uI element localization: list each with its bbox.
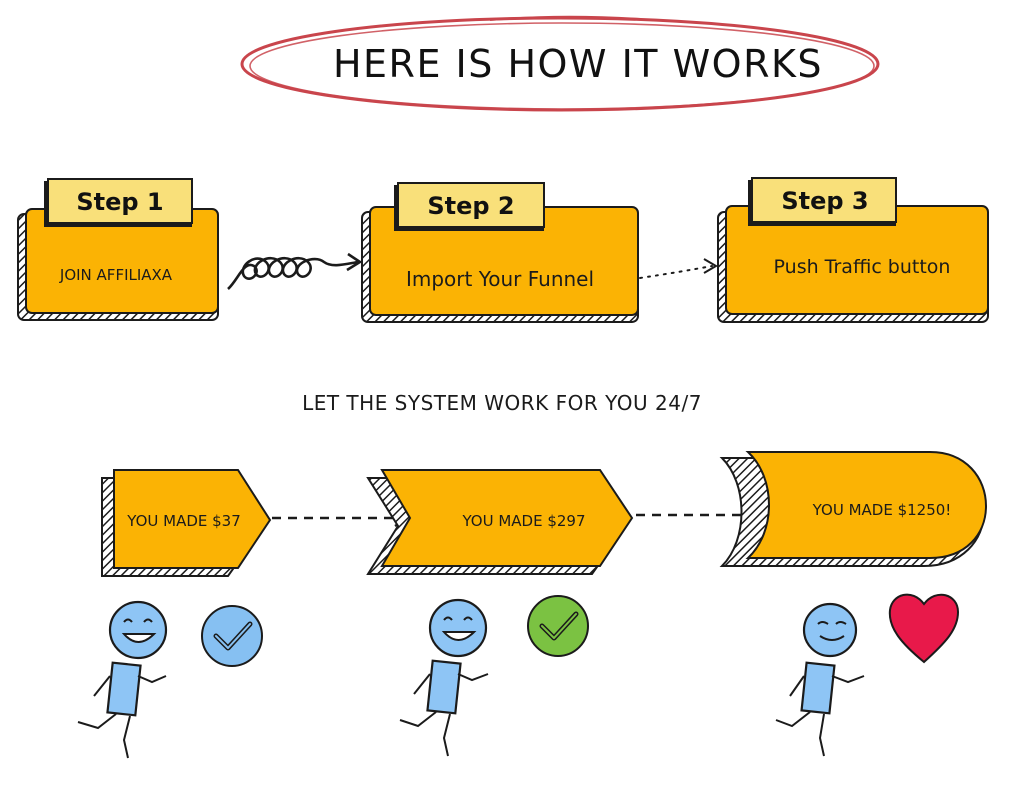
step-3-tab-label: Step 3 <box>781 187 868 215</box>
page-title: HERE IS HOW IT WORKS <box>333 42 823 86</box>
step-3-card <box>717 177 989 323</box>
step-2-tab-label: Step 2 <box>427 192 514 220</box>
step-1-text: JOIN AFFILIAXA <box>59 266 173 284</box>
dotted-arrow-2 <box>639 265 713 279</box>
title-oval <box>240 15 880 112</box>
earning-badge-1 <box>101 469 272 577</box>
stick-figure-icon <box>399 598 489 757</box>
earning-2-text: YOU MADE $297 <box>461 512 585 530</box>
earning-badge-3 <box>719 451 988 567</box>
dotted-arrowhead-2 <box>703 258 718 274</box>
step-1-card <box>17 178 219 321</box>
earning-1-text: YOU MADE $37 <box>126 512 241 530</box>
earning-badge-2 <box>366 469 634 575</box>
squiggle-arrow-1 <box>227 256 359 290</box>
step-3-text: Push Traffic button <box>774 256 951 278</box>
check-circle-icon <box>201 605 263 667</box>
check-circle-icon <box>527 595 589 657</box>
step-1-tab-label: Step 1 <box>76 188 163 216</box>
step-2-card <box>361 182 639 323</box>
heart-icon <box>888 593 960 664</box>
stick-figure-icon <box>77 600 168 759</box>
system-tagline: LET THE SYSTEM WORK FOR YOU 24/7 <box>302 391 702 415</box>
earning-3-text: YOU MADE $1250! <box>812 501 952 519</box>
step-2-text: Import Your Funnel <box>406 267 594 291</box>
stick-figure-icon <box>775 602 865 757</box>
squiggle-arrowhead-1 <box>346 252 363 272</box>
